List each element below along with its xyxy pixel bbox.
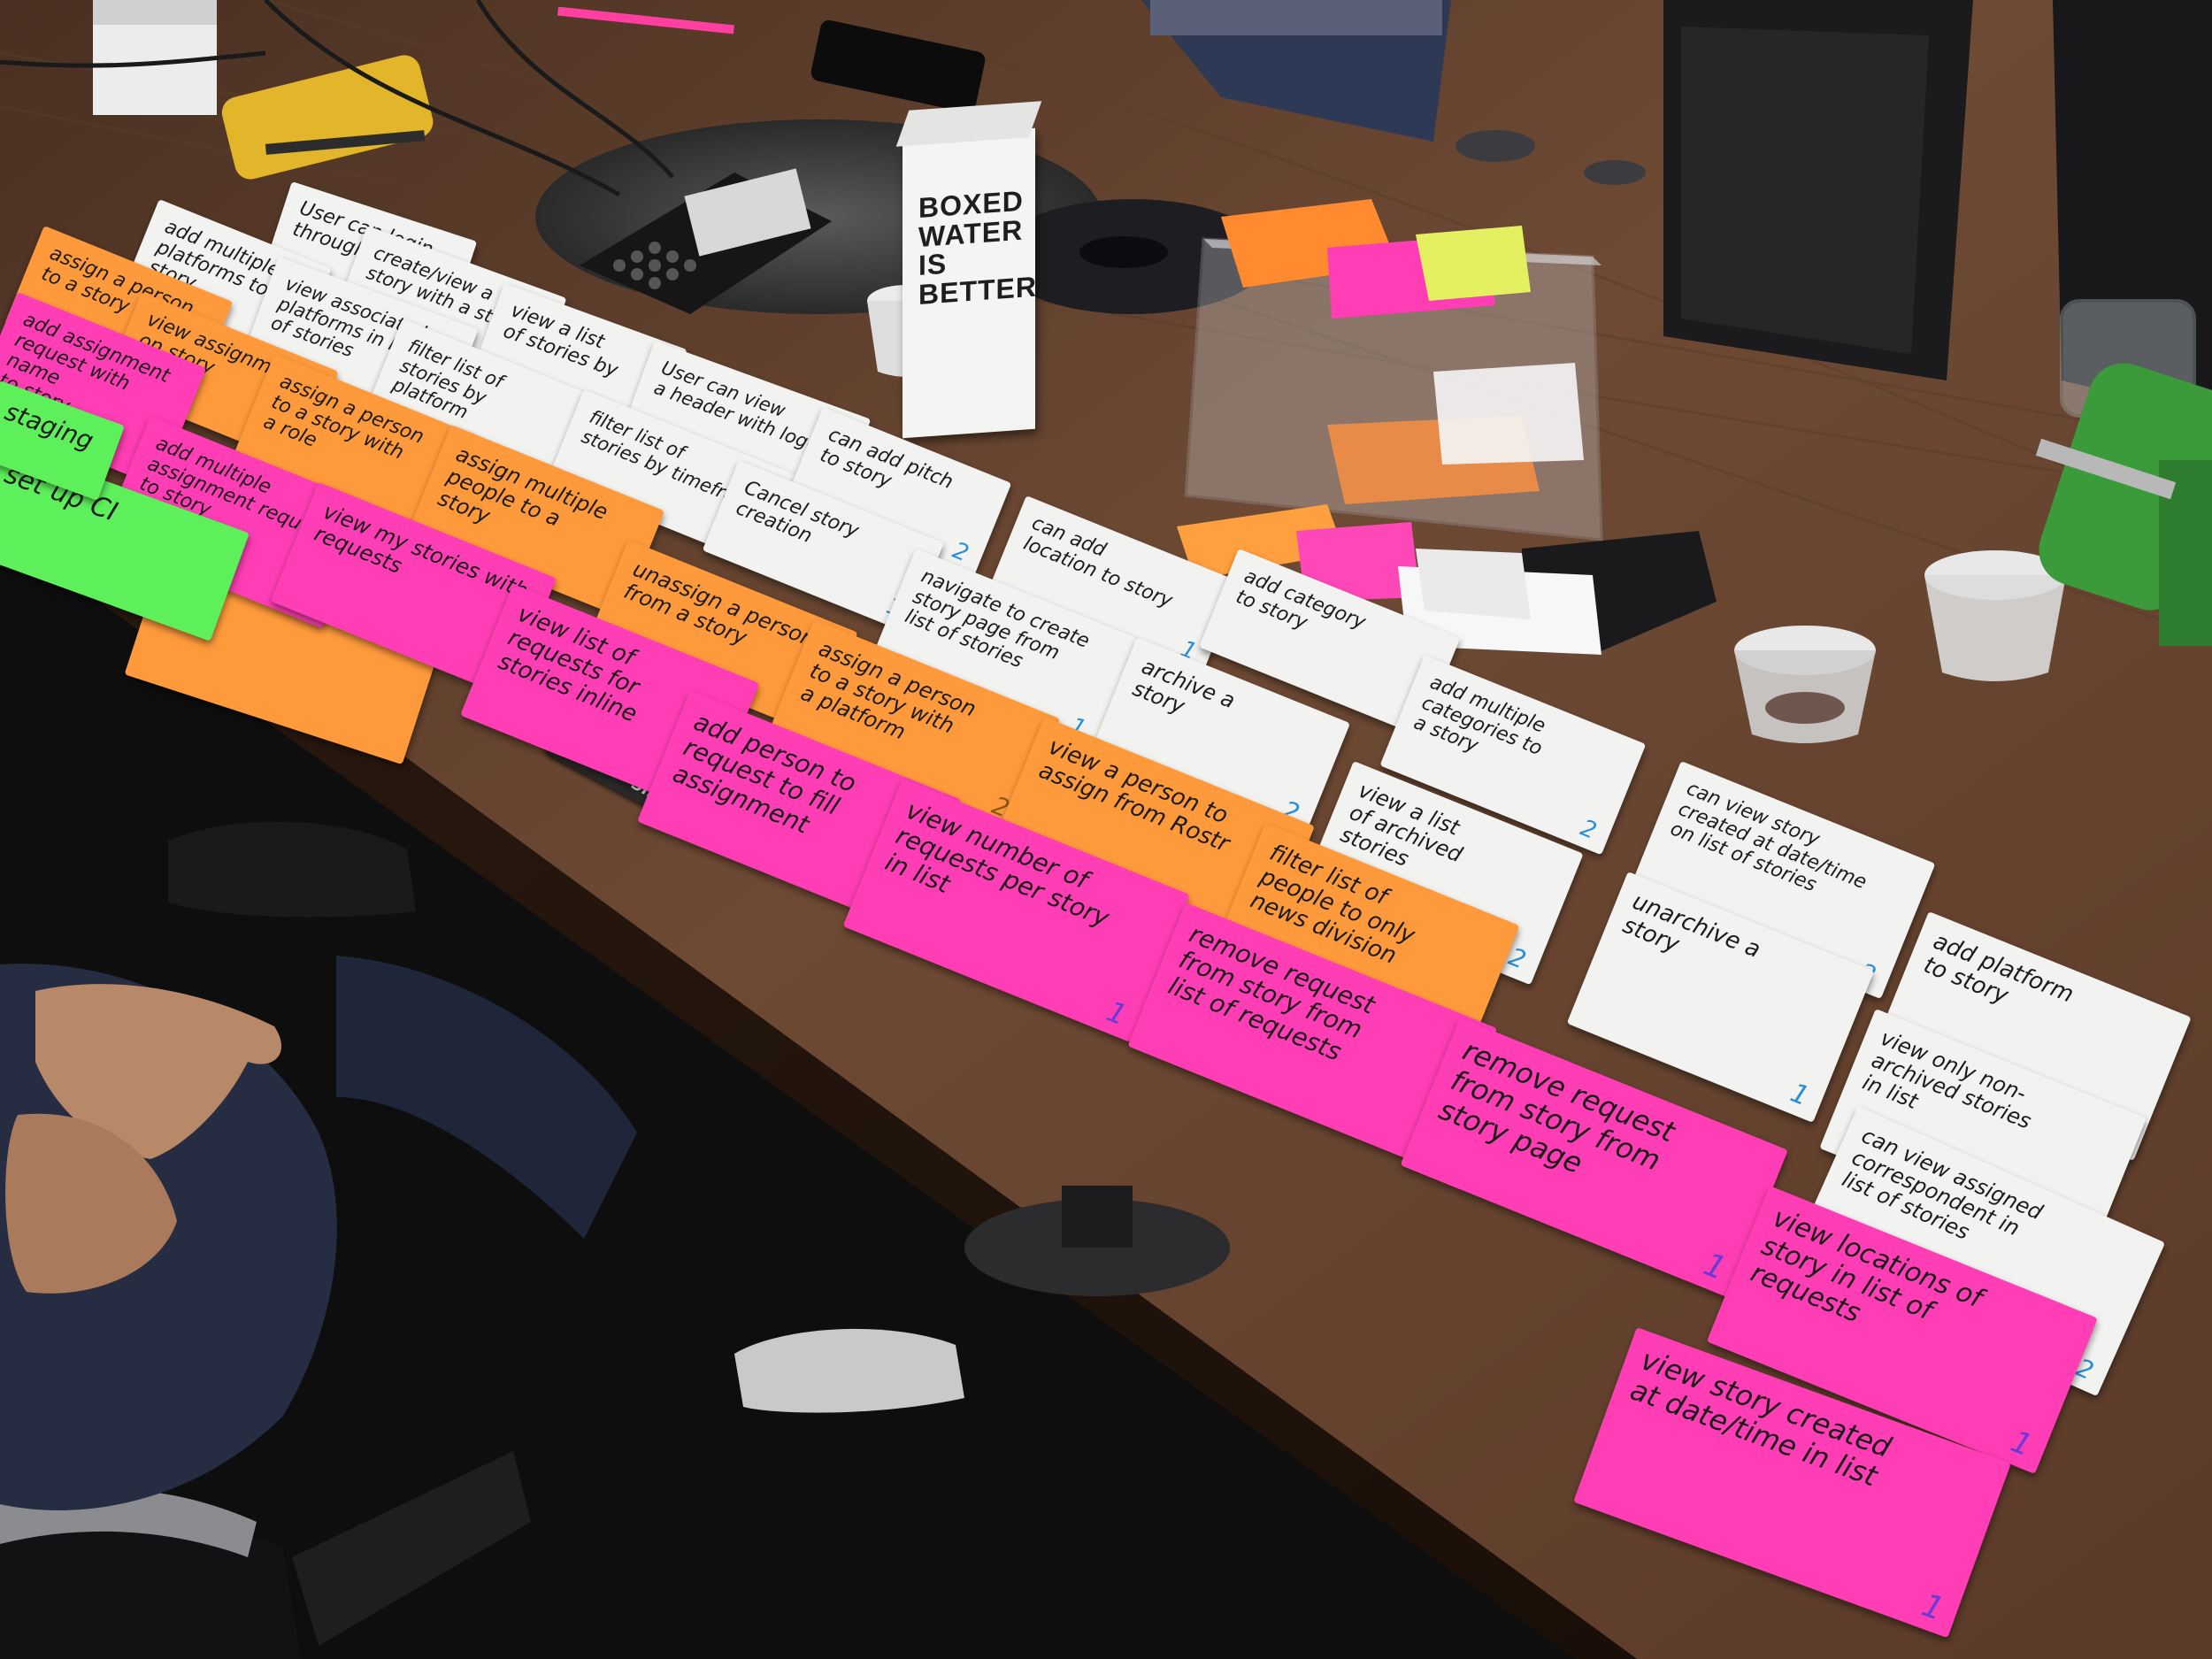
person-hand [5,1113,177,1294]
sticky-pad-yellow [1416,226,1531,301]
table-edge [0,460,1637,1659]
loose-sticky-orange [1177,504,1345,580]
card-points: 1 [1916,1586,1949,1629]
card-points: 1 [1786,1077,1814,1113]
card-points: 1 [1102,994,1132,1033]
shoe [168,821,416,918]
carton-label: BOXED WATER IS BETTER. [918,184,1046,311]
card-points: 1 [1698,1246,1732,1288]
card-points: 2 [1576,814,1601,845]
mobile-phone [810,19,986,113]
person-hand [35,984,282,1159]
card-points: 1 [2006,1424,2038,1464]
chair [2053,0,2212,416]
shoe [734,1328,964,1413]
loose-sticky-pink [1296,522,1420,602]
water-carton: BOXED WATER IS BETTER. [895,101,1046,439]
